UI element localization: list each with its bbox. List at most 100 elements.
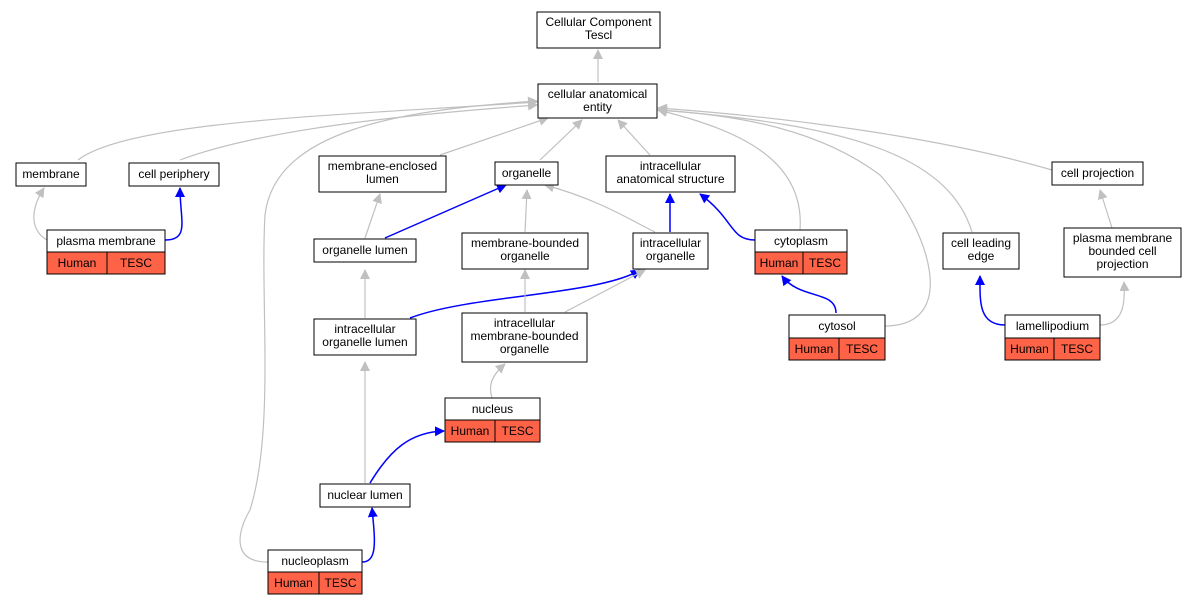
edge-pmbcp-cell-projection [1097,189,1113,229]
edge-cell-periphery-cae [179,100,538,161]
node-plasma-membrane-bounded-cell-projection[interactable]: plasma membrane bounded cell projection [1063,227,1182,278]
node-nucleoplasm[interactable]: nucleoplasm Human TESC [267,549,363,595]
svg-text:membrane: membrane [22,167,80,181]
node-root[interactable]: Cellular Component Tescl [536,11,661,49]
svg-text:TESC: TESC [324,576,356,590]
svg-text:edge: edge [968,249,995,263]
edge-pm-cell-periphery [164,187,186,241]
svg-text:bounded cell: bounded cell [1088,244,1156,258]
svg-text:plasma membrane: plasma membrane [1073,231,1173,245]
node-nucleus[interactable]: nucleus Human TESC [444,397,541,443]
node-membrane-enclosed-lumen[interactable]: membrane-enclosed lumen [318,155,447,193]
edge-mel-cae [439,116,549,156]
node-cell-periphery[interactable]: cell periphery [128,162,220,187]
node-membrane-bounded-organelle[interactable]: membrane-bounded organelle [461,232,589,270]
svg-text:membrane-bounded: membrane-bounded [470,329,578,343]
svg-text:Human: Human [58,256,97,270]
svg-text:organelle: organelle [646,249,696,263]
node-organelle-lumen[interactable]: organelle lumen [313,238,417,263]
edge-cytoplasm-cae [657,107,801,231]
edge-imbo-io [564,269,646,313]
annotation-gene-badge [802,251,848,275]
svg-text:Human: Human [795,342,834,356]
svg-text:entity: entity [583,100,612,114]
node-cytoplasm[interactable]: cytoplasm Human TESC [754,229,848,275]
svg-text:nucleus: nucleus [472,402,513,416]
edge-cle-cae [657,105,973,233]
edge-organelle-cae [539,119,583,161]
edge-ias-cae [617,119,651,156]
node-organelle[interactable]: organelle [494,161,559,186]
svg-text:cytoplasm: cytoplasm [774,234,828,248]
edge-lamellipodium-cle [974,275,1006,326]
node-lamellipodium[interactable]: lamellipodium Human TESC [1004,314,1101,361]
node-intracellular-anatomical-structure[interactable]: intracellular anatomical structure [605,155,736,193]
svg-text:cell leading: cell leading [951,236,1011,250]
svg-text:intracellular: intracellular [640,159,701,173]
svg-text:Cellular Component: Cellular Component [545,15,652,29]
svg-text:TESC: TESC [846,342,878,356]
svg-text:organelle: organelle [500,249,550,263]
svg-text:TESC: TESC [809,256,841,270]
node-membrane[interactable]: membrane [15,162,87,187]
node-intracellular-organelle[interactable]: intracellular organelle [632,232,709,270]
edge-cytoplasm-ias [699,193,756,241]
nodes: Cellular Component Tescl cellular anatom… [15,11,1182,595]
edge-iol-io [409,269,641,319]
edge-ol-mel [364,193,382,239]
svg-text:membrane-enclosed: membrane-enclosed [328,159,437,173]
svg-text:organelle lumen: organelle lumen [322,335,407,349]
svg-text:organelle: organelle [502,166,552,180]
svg-text:lamellipodium: lamellipodium [1016,319,1089,333]
svg-text:intracellular: intracellular [640,236,701,250]
edge-ol-organelle [384,184,507,239]
annotation-gene-badge [106,251,166,275]
annotation-gene-badge [838,337,886,361]
node-cell-projection[interactable]: cell projection [1051,161,1144,186]
edge-nucleoplasm-nl [361,507,378,563]
node-intracellular-organelle-lumen[interactable]: intracellular organelle lumen [313,318,417,356]
edge-mbo-organelle [521,189,532,233]
node-cytosol[interactable]: cytosol Human TESC [788,314,886,361]
edge-pm-membrane [33,187,48,241]
svg-text:Tescl: Tescl [585,28,612,42]
annotation-gene-badge [1053,337,1101,361]
node-cell-leading-edge[interactable]: cell leading edge [942,232,1020,270]
svg-text:membrane-bounded: membrane-bounded [471,236,579,250]
edge-lamellipodium-pmbcp [1099,281,1130,326]
svg-text:Human: Human [1010,342,1049,356]
node-cellular-anatomical-entity[interactable]: cellular anatomical entity [537,83,658,119]
node-plasma-membrane[interactable]: plasma membrane Human TESC [46,229,166,275]
svg-text:organelle lumen: organelle lumen [322,243,407,257]
svg-text:cytosol: cytosol [818,319,855,333]
svg-text:intracellular: intracellular [334,322,395,336]
svg-text:nuclear lumen: nuclear lumen [327,488,402,502]
node-intracellular-membrane-bounded-organelle[interactable]: intracellular membrane-bounded organelle [461,312,588,363]
edge-io-organelle [544,182,656,233]
svg-text:TESC: TESC [120,256,152,270]
edge-nucleus-imbo [489,363,506,399]
svg-text:plasma membrane: plasma membrane [56,234,156,248]
svg-text:lumen: lumen [366,172,399,186]
edge-nl-nucleus [369,426,445,484]
edges [33,49,1130,563]
svg-text:cell periphery: cell periphery [138,167,209,181]
svg-text:Human: Human [760,256,799,270]
edge-cell-projection-cae [657,103,1053,171]
svg-text:organelle: organelle [500,342,550,356]
annotation-gene-badge [494,419,541,443]
svg-text:Human: Human [274,576,313,590]
edge-nucleoplasm-cae [239,96,538,563]
edge-cytosol-cytoplasm [781,275,837,314]
svg-text:anatomical structure: anatomical structure [616,172,724,186]
svg-text:nucleoplasm: nucleoplasm [281,554,348,568]
svg-text:TESC: TESC [501,424,533,438]
node-nuclear-lumen[interactable]: nuclear lumen [319,483,411,508]
svg-text:TESC: TESC [1061,342,1093,356]
edge-membrane-cae [77,97,538,161]
svg-text:cellular anatomical: cellular anatomical [548,87,647,101]
annotation-gene-badge [318,571,363,595]
svg-text:Human: Human [451,424,490,438]
svg-text:cell projection: cell projection [1061,166,1134,180]
